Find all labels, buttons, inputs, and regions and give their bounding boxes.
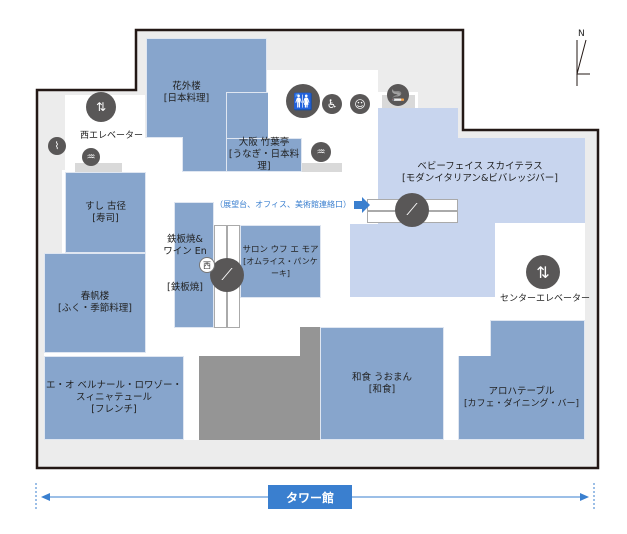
store-sushi-kokei[interactable]: すし 古径 [寿司] xyxy=(65,172,146,253)
store-salon-oeuf[interactable]: サロン ウフ エ モア [オムライス・パンケーキ] xyxy=(240,225,321,298)
store-name: すし 古径 xyxy=(84,200,127,212)
store-aloha-table[interactable]: アロハテーブル [カフェ・ダイニング・バー] xyxy=(458,356,585,440)
store-name: 春帆楼 xyxy=(80,291,110,302)
store-name: アロハテーブル xyxy=(488,385,555,397)
store-uoman[interactable]: 和食 うおまん [和食] xyxy=(320,327,444,440)
store-chikuyotei[interactable]: 大阪 竹葉亭 [うなぎ・日本料理] xyxy=(226,137,302,172)
store-eo-bernard-loiseau[interactable]: エ・オ ベルナール・ロワゾー・ スィニャテュール [フレンチ] xyxy=(44,356,184,440)
store-name: サロン ウフ エ モア xyxy=(242,244,319,255)
west-badge: 西 xyxy=(199,257,215,273)
store-category: [うなぎ・日本料理] xyxy=(228,149,300,172)
connection-label: （展望台、オフィス、美術館連絡口） xyxy=(215,200,351,209)
center-elevator-label: センターエレベーター xyxy=(500,294,591,304)
escalator-icon: ⟋ xyxy=(210,258,244,292)
arrow-right-icon xyxy=(354,197,370,213)
store-category: [鉄板焼] xyxy=(167,282,203,293)
store-babyface-label[interactable]: ベビーフェイス スカイテラス [モダンイタリアン&ビバレッジバー] xyxy=(395,161,565,185)
store-category: [日本料理] xyxy=(163,93,210,104)
west-elevator-label: 西エレベーター xyxy=(80,131,144,141)
building-label: タワー館 xyxy=(268,485,352,509)
hand-wash-icon: ♒ xyxy=(82,148,100,166)
store-category: [カフェ・ダイニング・バー] xyxy=(463,398,580,409)
nursing-room-icon: ☺ xyxy=(350,94,370,114)
step-strip xyxy=(75,163,122,172)
elevator-icon: ⇅ xyxy=(86,92,116,122)
store-name: 大阪 竹葉亭 xyxy=(238,137,290,148)
elevator-icon: ⇅ xyxy=(526,255,560,289)
store-teppanyaki-en-label: 鉄板焼& ワイン En [鉄板焼] xyxy=(150,210,220,306)
back-area xyxy=(300,327,320,357)
store-category: [オムライス・パンケーキ] xyxy=(243,256,318,278)
store-category: [モダンイタリアン&ビバレッジバー] xyxy=(402,173,558,184)
store-name: 花外楼 xyxy=(172,81,201,92)
restroom-icon: 🚻 xyxy=(286,84,320,118)
store-shunpanro[interactable]: 春帆楼 [ふく・季節料理] xyxy=(44,253,146,353)
store-name: ベビーフェイス スカイテラス xyxy=(417,161,543,172)
compass-north-label: N xyxy=(578,29,585,39)
hand-wash-icon: ♒ xyxy=(311,142,331,162)
step-strip xyxy=(300,163,342,172)
store-category: [寿司] xyxy=(92,212,119,224)
store-name: 鉄板焼& ワイン En xyxy=(163,234,207,257)
store-name: エ・オ ベルナール・ロワゾー・ スィニャテュール xyxy=(45,380,183,403)
back-area xyxy=(199,356,320,440)
store-category: [ふく・季節料理] xyxy=(58,303,132,314)
escalator-icon: ⟋ xyxy=(395,193,429,227)
store-name: 和食 うおまん xyxy=(351,371,413,383)
store-category: [フレンチ] xyxy=(91,404,137,415)
wheelchair-icon: ♿ xyxy=(322,94,342,114)
stairs-icon: ⌇ xyxy=(48,137,66,155)
smoking-area-icon: 🚬 xyxy=(387,84,409,106)
store-category: [和食] xyxy=(368,383,396,395)
store-kagairo-part[interactable] xyxy=(182,137,227,172)
store-aloha-part[interactable] xyxy=(490,320,585,360)
